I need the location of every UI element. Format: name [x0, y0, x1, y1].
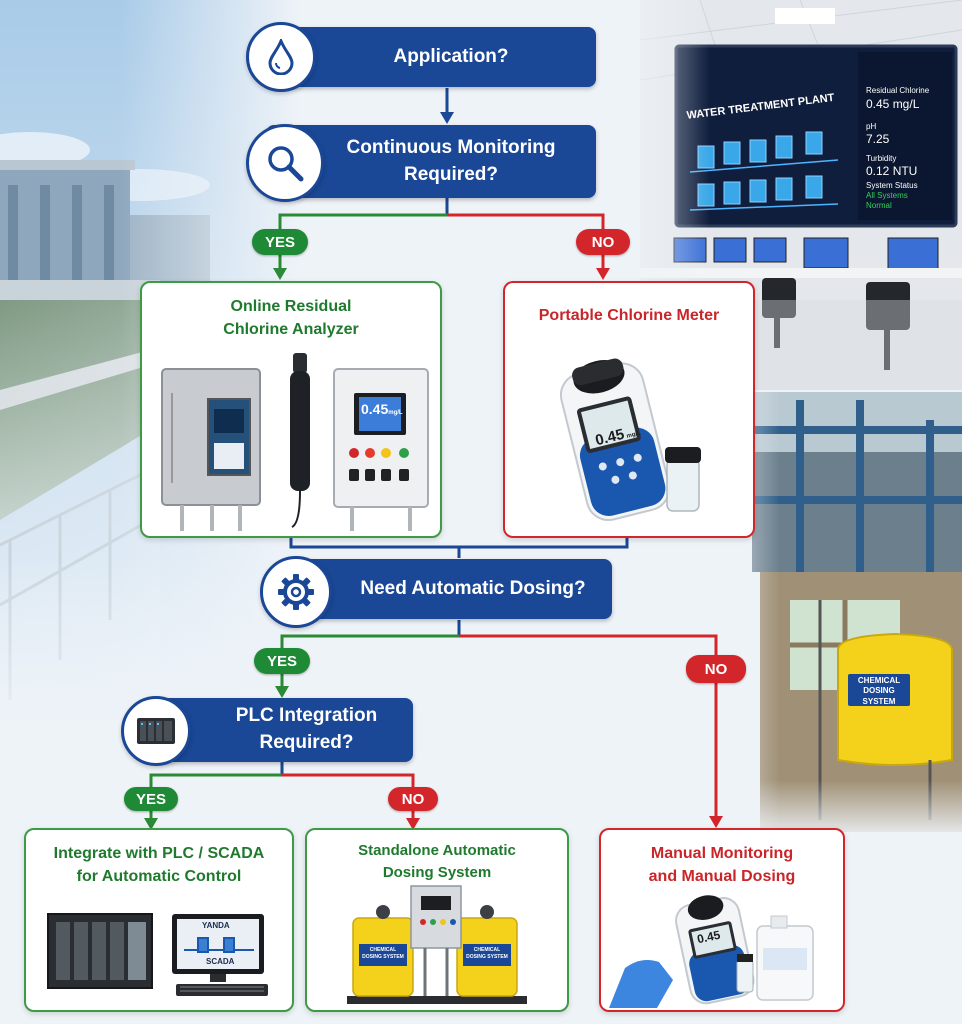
scada-label: SCADA: [206, 957, 235, 966]
outcome-standalone-dosing: Standalone Automatic Dosing System CHEMI…: [305, 828, 569, 1012]
monitoring-icon-badge: [246, 124, 324, 202]
no-label-monitoring: NO: [576, 229, 630, 255]
outcome-manual-dosing: Manual Monitoring and Manual Dosing 0.45: [599, 828, 845, 1012]
no-label-dosing: NO: [686, 655, 746, 683]
screen-residual-label: Residual Chlorine: [866, 86, 930, 95]
plc-rack-icon: [137, 718, 175, 744]
arrow-to-manual: [709, 816, 723, 828]
dosing-tank-left-line-1: CHEMICAL: [369, 947, 397, 953]
gear-icon: [278, 574, 314, 610]
portable-meter-illustration: [559, 358, 701, 521]
outcome-online-analyzer: Online Residual Chlorine Analyzer: [140, 281, 442, 538]
question-application: Application?: [266, 27, 596, 87]
connector-merge-right: [459, 536, 629, 549]
screen-status-label: System Status: [866, 181, 918, 190]
standalone-title-line-2: Dosing System: [382, 863, 492, 881]
plc-icon-badge: [121, 696, 191, 766]
water-drop-icon: [268, 39, 294, 75]
screen-residual-value: 0.45 mg/L: [866, 97, 920, 111]
connector-merge-left: [289, 536, 459, 549]
question-monitoring-line-2: Required?: [404, 163, 498, 185]
connector-dosing-no: [459, 634, 718, 818]
wall-tank-label: CHEMICAL DOSING SYSTEM: [848, 676, 910, 707]
scada-brand: YANDA: [202, 921, 230, 930]
magnifier-icon: [268, 146, 304, 182]
screen-ph-label: pH: [866, 122, 877, 131]
meter-reading-unit: mg/L: [626, 430, 642, 440]
yes-label-plc: YES: [124, 787, 178, 811]
screen-turbidity-value: 0.12 NTU: [866, 164, 918, 178]
analyzer-reading-value: 0.45: [361, 401, 389, 417]
arrow-to-standalone: [406, 818, 420, 830]
dosing-tank-left-line-2: DOSING SYSTEM: [362, 953, 404, 960]
no-label-plc: NO: [388, 787, 438, 811]
question-dosing-text: Need Automatic Dosing?: [360, 577, 586, 599]
integrate-title: Integrate with PLC / SCADA for Automatic…: [26, 842, 292, 888]
dosing-tank-right-line-2: DOSING SYSTEM: [466, 953, 508, 960]
question-plc: PLC Integration Required?: [150, 698, 413, 762]
question-plc-line-2: Required?: [259, 732, 354, 753]
analyzer-reading-unit: mg/L: [388, 410, 403, 416]
standalone-title: Standalone Automatic Dosing System: [307, 840, 567, 884]
arrow-to-integrate: [144, 818, 158, 830]
yes-label-monitoring: YES: [252, 229, 308, 255]
integrate-title-line-2: for Automatic Control: [76, 868, 242, 886]
integrate-illustration: [47, 913, 268, 996]
question-dosing: Need Automatic Dosing?: [284, 559, 612, 619]
portable-meter-title: Portable Chlorine Meter: [538, 307, 720, 324]
dosing-icon-badge: [260, 556, 332, 628]
dosing-tank-label-right: CHEMICAL DOSING SYSTEM: [463, 947, 511, 960]
online-analyzer-illustration: [161, 353, 429, 531]
yes-label-dosing: YES: [254, 648, 310, 674]
outcome-integrate-plc: Integrate with PLC / SCADA for Automatic…: [24, 828, 294, 1012]
integrate-title-line-1: Integrate with PLC / SCADA: [53, 845, 265, 862]
arrow-to-monitoring: [440, 112, 454, 124]
wall-tank-label-line-1: CHEMICAL: [857, 676, 901, 685]
manual-title-line-1: Manual Monitoring: [650, 845, 794, 862]
question-monitoring-line-1: Continuous Monitoring: [346, 136, 556, 158]
question-plc-line-1: PLC Integration: [235, 705, 378, 727]
online-analyzer-title-line-1: Online Residual: [230, 298, 352, 315]
application-icon-badge: [246, 22, 316, 92]
screen-status-value-1: All Systems: [866, 191, 908, 200]
dosing-tank-label-left: CHEMICAL DOSING SYSTEM: [359, 947, 407, 960]
standalone-title-line-1: Standalone Automatic: [358, 842, 516, 859]
screen-ph-value: 7.25: [866, 132, 890, 146]
online-analyzer-title-line-2: Chlorine Analyzer: [223, 321, 359, 339]
online-analyzer-title: Online Residual Chlorine Analyzer: [142, 295, 440, 341]
arrow-to-plc: [275, 686, 289, 698]
wall-tank-label-line-2: DOSING SYSTEM: [862, 686, 896, 706]
manual-title-line-2: and Manual Dosing: [648, 868, 796, 886]
screen-turbidity-label: Turbidity: [866, 154, 897, 163]
arrow-to-portable: [596, 268, 610, 280]
dosing-tank-right-line-1: CHEMICAL: [473, 947, 501, 953]
question-application-text: Application?: [393, 45, 509, 67]
outcome-portable-meter: Portable Chlorine Meter 0.45mg/L: [503, 281, 755, 538]
arrow-to-online: [273, 268, 287, 280]
manual-title: Manual Monitoring and Manual Dosing: [601, 842, 843, 888]
manual-illustration: [609, 895, 814, 1008]
standalone-illustration: [347, 885, 527, 1004]
screen-status-value-2: Normal: [866, 201, 892, 210]
analyzer-reading: 0.45mg/L: [361, 401, 403, 417]
